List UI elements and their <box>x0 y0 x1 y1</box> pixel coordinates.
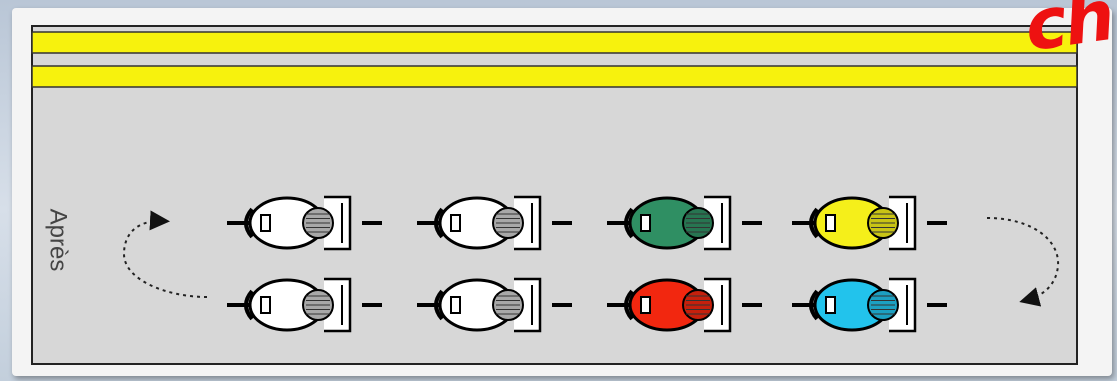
motorcycle-rotation-diagram: Après <box>31 25 1078 365</box>
rotation-arrow-right <box>986 217 1060 307</box>
motorcycle-neutral <box>417 195 572 251</box>
motorcycle-yellow <box>792 195 947 251</box>
watermark-text: ch <box>1019 0 1117 68</box>
motorcycle-neutral <box>417 277 572 333</box>
road-stripe-top <box>31 31 1078 54</box>
diagram-frame: Après ch <box>12 0 1117 376</box>
road-stripe-bottom <box>31 65 1078 88</box>
motorcycle-green <box>607 195 762 251</box>
motorcycle-cyan <box>792 277 947 333</box>
motorcycle-neutral <box>227 277 382 333</box>
motorcycle-group <box>227 195 947 333</box>
motorcycle-neutral <box>227 195 382 251</box>
apres-label: Après <box>45 209 72 272</box>
motorcycle-red <box>607 277 762 333</box>
